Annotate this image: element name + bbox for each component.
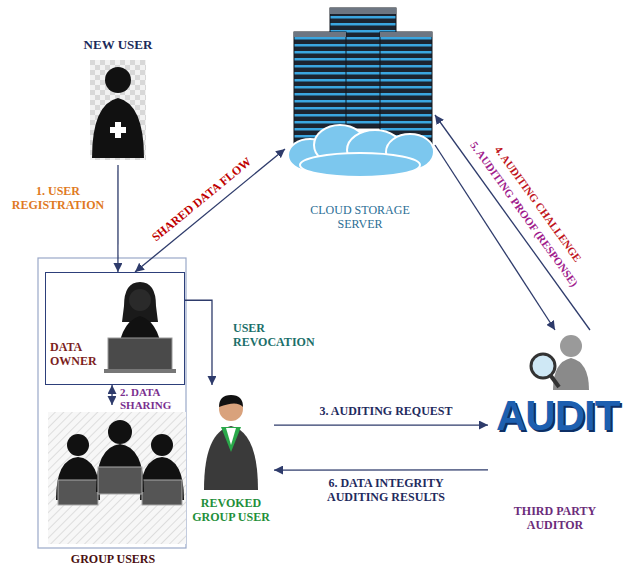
flow-label: 2. DATA SHARING (119, 386, 185, 411)
server-icon (294, 8, 432, 150)
node-title: NEW USER (73, 38, 163, 53)
user-icon-node: REVOKED GROUP USER (188, 385, 274, 535)
user-icon-node: NEW USER (73, 38, 163, 165)
data-owner-figure (104, 282, 176, 373)
node-title: CLOUD STORAGE SERVER (295, 204, 425, 232)
flow-arrow (185, 300, 212, 385)
node-title: REVOKED GROUP USER (188, 497, 274, 525)
group-frame (38, 258, 186, 548)
node-title: DATA OWNER (50, 341, 106, 369)
group-backdrop (48, 412, 186, 544)
new-user-icon (90, 60, 146, 160)
flow-label: USER REVOCATION (232, 322, 326, 350)
flow-arrow (274, 424, 488, 425)
logo-word: AUDIT (496, 395, 619, 437)
flow-arrow (111, 385, 112, 405)
flow-label: 3. AUDITING REQUEST (300, 405, 472, 419)
auditor-figure (531, 335, 589, 390)
cloud-shape (288, 125, 434, 177)
node-title: GROUP USERS (40, 553, 186, 567)
flow-label: SHARED DATA FLOW (149, 155, 255, 246)
flow-label: 1. USER REGISTRATION (4, 185, 112, 213)
group-users-figures (56, 420, 184, 505)
flow-arrow (274, 469, 488, 470)
server-icon-node: CLOUD STORAGE SERVER (285, 4, 435, 244)
flow-label: 5. AUDITING PROOF (RESPONSE) (467, 138, 581, 289)
revoked-user-figure (204, 395, 258, 490)
flow-label: 6. DATA INTEGRITY AUDITING RESULTS (305, 477, 467, 505)
flow-arrow (435, 115, 590, 330)
flow-label: 4. AUDITING CHALLENGE (491, 143, 584, 265)
flow-arrow (117, 165, 118, 272)
auditor-node: THIRD PARTY AUDITOR (488, 330, 622, 545)
flow-arrow (135, 149, 285, 272)
process-box: DATA OWNER (45, 272, 185, 385)
group-node: GROUP USERS (40, 405, 186, 570)
node-title: THIRD PARTY AUDITOR (488, 505, 622, 533)
